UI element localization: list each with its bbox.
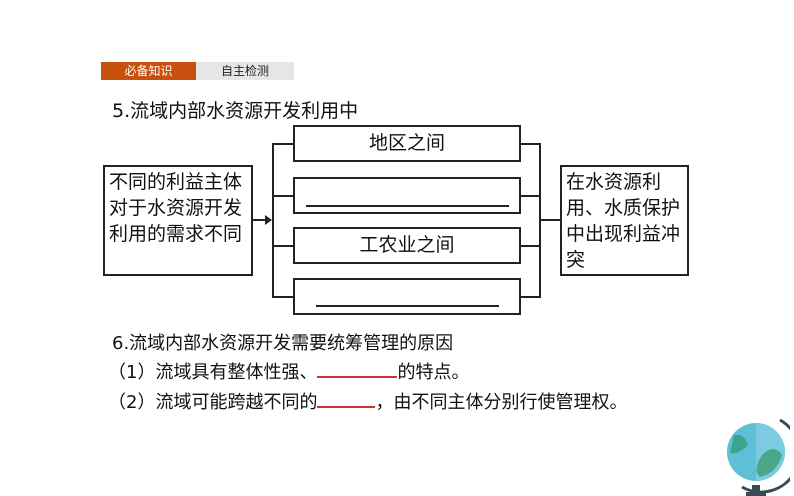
left-box: 不同的利益主体对于水资源开发利用的需求不同 — [103, 165, 253, 276]
middle-box-2 — [293, 177, 521, 214]
tab-required-knowledge[interactable]: 必备知识 — [101, 62, 196, 80]
connector — [521, 296, 541, 298]
connector — [272, 245, 293, 247]
item1-suffix: 的特点。 — [397, 362, 470, 383]
section6-title: 6.流域内部水资源开发需要统筹管理的原因 — [112, 333, 454, 354]
section5-title: 5.流域内部水资源开发利用中 — [112, 100, 359, 122]
middle-box-3: 工农业之间 — [293, 227, 521, 264]
connector — [272, 195, 293, 197]
right-box: 在水资源利用、水质保护中出现利益冲突 — [560, 165, 689, 276]
connector — [521, 143, 541, 145]
middle-box-1: 地区之间 — [293, 125, 521, 162]
connector — [272, 296, 293, 298]
answer-blank — [317, 358, 398, 378]
item2-suffix: ，由不同主体分别行使管理权。 — [375, 392, 628, 413]
tab-self-check[interactable]: 自主检测 — [196, 62, 294, 80]
answer-blank — [306, 205, 509, 207]
answer-blank — [316, 305, 499, 307]
globe-icon — [727, 418, 790, 496]
item1-prefix: （1）流域具有整体性强、 — [108, 362, 318, 383]
arrow-head-icon — [265, 215, 272, 225]
answer-blank — [317, 388, 376, 408]
item-2: （2）流域可能跨越不同的 ，由不同主体分别行使管理权。 — [108, 388, 627, 414]
left-bracket — [272, 143, 274, 297]
connector — [521, 245, 541, 247]
item-1: （1）流域具有整体性强、 的特点。 — [108, 358, 469, 384]
middle-box-4 — [293, 278, 521, 315]
connector — [521, 195, 541, 197]
connector — [272, 143, 293, 145]
item2-prefix: （2）流域可能跨越不同的 — [108, 392, 318, 413]
arrow-line — [253, 219, 267, 221]
connector — [539, 219, 560, 221]
